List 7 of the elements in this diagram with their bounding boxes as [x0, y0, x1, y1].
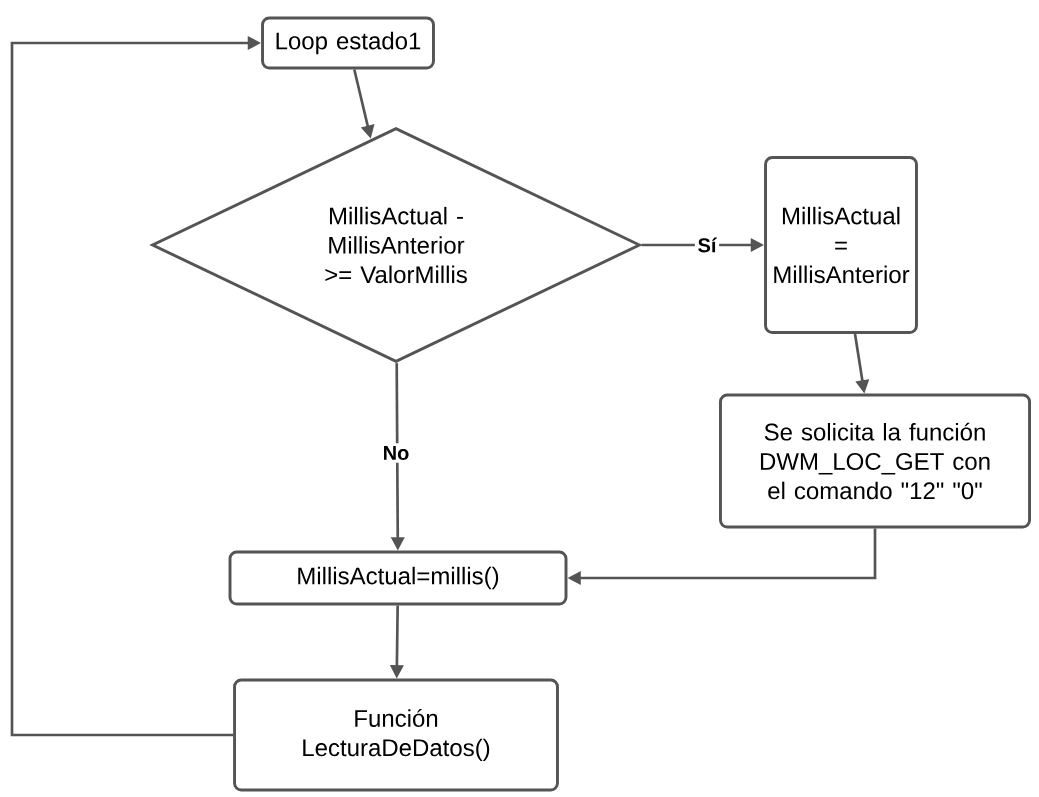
process-box: Función LecturaDeDatos() [233, 678, 559, 792]
process-box: MillisActual=millis() [228, 550, 568, 606]
process-box: Loop estado1 [261, 16, 435, 70]
edge-label: Sí [694, 234, 720, 256]
edge-label: No [380, 443, 412, 463]
process-box: MillisActual = MillisAnterior [764, 156, 918, 334]
process-box: Se solicita la función DWM_LOC_GET con el comando "12" "0" [719, 393, 1031, 529]
